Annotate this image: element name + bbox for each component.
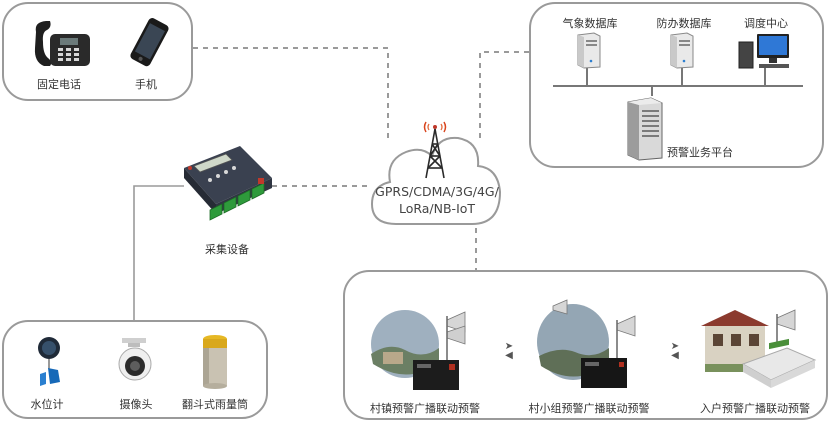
network-line2: LoRa/NB-IoT (398, 201, 476, 216)
flood-db-label: 防办数据库 (656, 17, 712, 30)
rain-gauge-label: 翻斗式雨量筒 (182, 398, 248, 411)
mobile-label: 手机 (135, 78, 157, 91)
weather-db-label: 气象数据库 (562, 17, 618, 30)
server-bus-icon (553, 68, 803, 96)
landline-phone-icon (34, 21, 90, 66)
phones-panel: 固定电话 手机 (2, 2, 193, 101)
sensors-panel: 水位计 摄像头 翻斗式雨量筒 (2, 320, 268, 419)
arrows-2: ➤◀ (670, 341, 680, 361)
camera-label: 摄像头 (119, 398, 153, 411)
collector-to-sensors-line (133, 185, 184, 320)
village-group-broadcast-icon (537, 299, 636, 388)
alarms-panel: 村镇预警广播联动预警 ➤◀ 村小组预警广播联动预警 ➤◀ 入户预警广播联动预警 (343, 270, 828, 420)
camera-icon (118, 338, 152, 381)
radio-tower-icon (423, 121, 447, 179)
dispatch-label: 调度中心 (744, 17, 788, 30)
water-level-gauge-icon (38, 337, 60, 386)
servers-panel: 气象数据库 防办数据库 调度中心 预警业务平台 (529, 2, 824, 168)
arrows-1: ➤◀ (504, 341, 514, 361)
flood-db-server-icon (670, 32, 694, 69)
network-protocols-text: GPRS/CDMA/3G/4G/ LoRa/NB-IoT (368, 183, 506, 217)
collector-label: 采集设备 (205, 243, 249, 256)
mobile-phone-icon (130, 18, 169, 67)
village-group-label: 村小组预警广播联动预警 (528, 402, 650, 415)
platform-server-icon (627, 97, 663, 161)
phones-to-cloud-line (193, 47, 389, 140)
weather-db-server-icon (577, 32, 601, 69)
village-town-broadcast-icon (371, 310, 466, 390)
landline-label: 固定电话 (37, 78, 81, 91)
household-broadcast-icon (701, 309, 817, 388)
rain-gauge-icon (203, 335, 227, 389)
platform-label: 预警业务平台 (667, 146, 733, 159)
water-level-label: 水位计 (30, 398, 64, 411)
household-label: 入户预警广播联动预警 (700, 402, 810, 415)
collector-device-icon (184, 146, 272, 221)
dispatch-computer-icon (738, 34, 789, 69)
village-town-label: 村镇预警广播联动预警 (370, 402, 480, 415)
network-line1: GPRS/CDMA/3G/4G/ (375, 184, 499, 199)
